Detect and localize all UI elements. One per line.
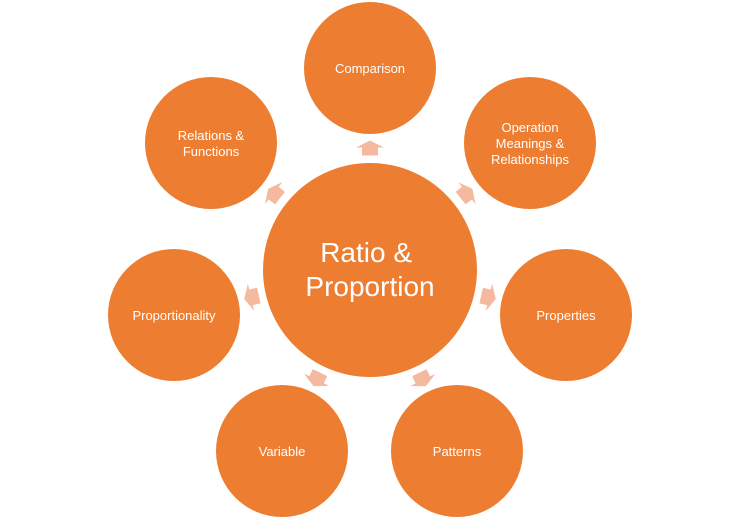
node-label-line: Relationships xyxy=(491,152,570,167)
arrow-to-operation-meanings xyxy=(455,182,476,205)
arrow-to-patterns xyxy=(410,369,436,387)
node-properties: Properties xyxy=(500,249,632,381)
node-label-line: Patterns xyxy=(433,444,482,459)
node-label-line: Relations & xyxy=(178,128,245,143)
node-label-line: Properties xyxy=(536,308,596,323)
node-label-line: Operation xyxy=(501,120,558,135)
node-circle xyxy=(391,385,523,517)
node-proportionality: Proportionality xyxy=(108,249,240,381)
arrow-to-properties xyxy=(479,283,496,311)
node-circle xyxy=(304,2,436,134)
node-patterns: Patterns xyxy=(391,385,523,517)
node-circle xyxy=(464,77,596,209)
node-label: Variable xyxy=(259,444,306,459)
node-circle xyxy=(108,249,240,381)
arrow-to-comparison xyxy=(356,140,384,156)
node-label: Relations &Functions xyxy=(178,128,245,159)
node-label: Proportionality xyxy=(132,308,216,323)
arrow-to-proportionality xyxy=(244,283,261,311)
node-label-line: Meanings & xyxy=(496,136,565,151)
node-label: Properties xyxy=(536,308,596,323)
node-label: Patterns xyxy=(433,444,482,459)
center-circle xyxy=(263,163,477,377)
node-label-line: Proportionality xyxy=(132,308,216,323)
arrows-layer xyxy=(244,140,496,387)
node-circle xyxy=(145,77,277,209)
node-label-line: Functions xyxy=(183,144,240,159)
arrow-to-relations-functions xyxy=(264,182,285,205)
node-label-line: Variable xyxy=(259,444,306,459)
center-label: Ratio & Proportion xyxy=(305,237,434,302)
node-label: Comparison xyxy=(335,61,405,76)
node-comparison: Comparison xyxy=(304,2,436,134)
node-label-line: Comparison xyxy=(335,61,405,76)
center-label-line: Ratio & xyxy=(320,237,412,268)
node-circle xyxy=(500,249,632,381)
center-label-line: Proportion xyxy=(305,271,434,302)
arrow-to-variable xyxy=(303,369,330,387)
center-node: Ratio & Proportion xyxy=(263,163,477,377)
node-relations-functions: Relations &Functions xyxy=(145,77,277,209)
node-variable: Variable xyxy=(216,385,348,517)
node-circle xyxy=(216,385,348,517)
